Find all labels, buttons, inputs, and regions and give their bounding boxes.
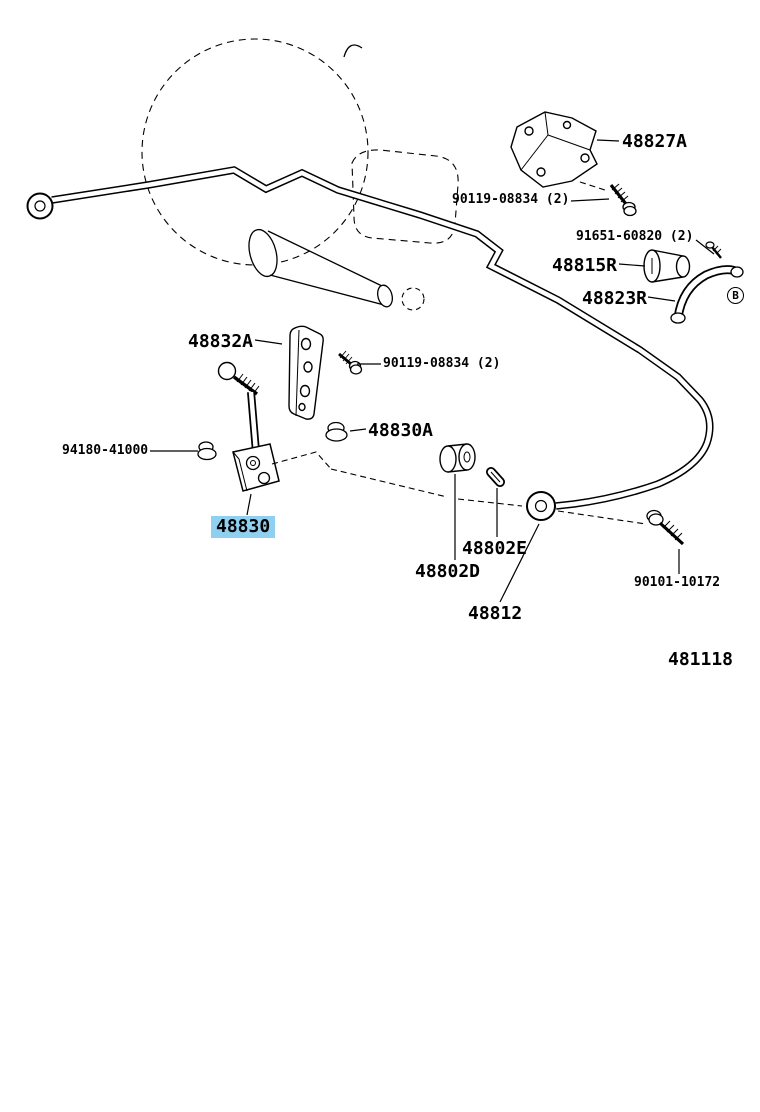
bushing-48802D bbox=[439, 443, 476, 473]
part-label-48802D: 48802D bbox=[415, 561, 481, 582]
spacer-48802E bbox=[486, 467, 505, 487]
part-label-48830-highlighted: 48830 bbox=[211, 516, 276, 538]
bolt-90119-top bbox=[609, 183, 637, 217]
part-label-48812: 48812 bbox=[468, 603, 523, 624]
part-label-48815R: 48815R bbox=[552, 255, 618, 276]
bolt-90101 bbox=[646, 509, 685, 546]
stabilizer-link-48830 bbox=[217, 361, 280, 492]
bushing-48815R bbox=[643, 249, 691, 283]
bar-eye-left bbox=[26, 192, 54, 220]
part-label-90119-08834-mid: 90119-08834 (2) bbox=[383, 356, 501, 371]
part-label-48827A: 48827A bbox=[622, 131, 688, 152]
dashed-reference-lines bbox=[271, 181, 647, 525]
part-label-90119-08834-top: 90119-08834 (2) bbox=[452, 192, 570, 207]
part-label-48823R: 48823R bbox=[582, 288, 648, 309]
nut-94180 bbox=[197, 441, 217, 461]
part-label-90101-10172: 90101-10172 bbox=[634, 575, 721, 590]
figure-number: 481118 bbox=[668, 649, 734, 670]
nut-48830A bbox=[325, 421, 348, 442]
plate-48832A bbox=[288, 325, 324, 420]
diagram-line-art bbox=[26, 38, 744, 603]
fastener-mark-b: B bbox=[727, 287, 744, 304]
bar-eye-right bbox=[526, 491, 556, 521]
bracket-48827A bbox=[510, 111, 598, 188]
leader-lines bbox=[150, 139, 715, 603]
bracket-48823R bbox=[670, 265, 744, 324]
part-label-48832A: 48832A bbox=[188, 331, 254, 352]
part-label-48802E: 48802E bbox=[462, 538, 528, 559]
part-label-94180-41000: 94180-41000 bbox=[62, 443, 149, 458]
part-label-91651-60820: 91651-60820 (2) bbox=[576, 229, 694, 244]
screw-90119-mid bbox=[338, 350, 363, 375]
screw-91651 bbox=[705, 241, 722, 259]
part-label-48830A: 48830A bbox=[368, 420, 434, 441]
drive-pinion-cone bbox=[248, 228, 393, 308]
stabilizer-bar bbox=[26, 166, 714, 521]
